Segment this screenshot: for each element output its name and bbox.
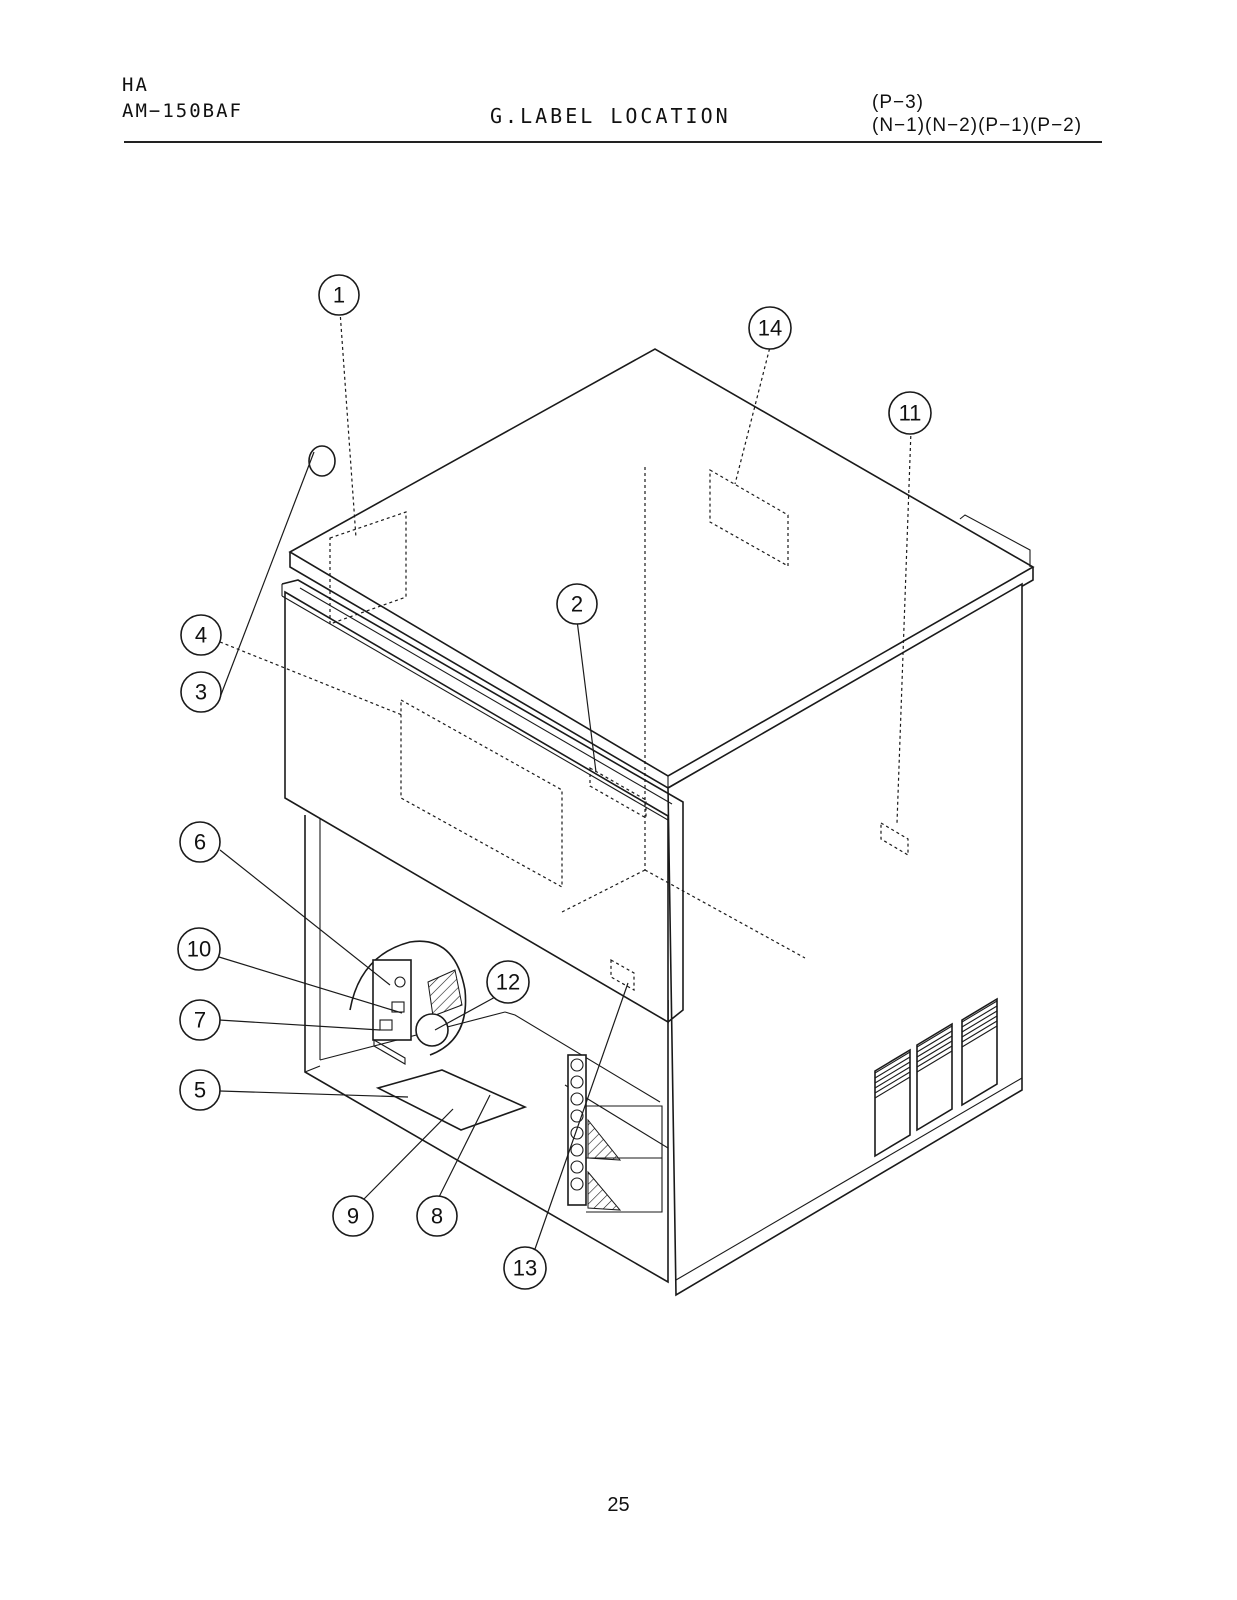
callout-5: 5 — [179, 1069, 221, 1111]
page-number: 25 — [607, 1494, 630, 1516]
callout-3: 3 — [180, 671, 222, 713]
condenser-coil — [567, 1054, 663, 1213]
callout-12-text: 12 — [496, 970, 520, 995]
cabinet-front-frame — [304, 815, 669, 1284]
callout-bubbles: 1 2 3 4 5 6 7 8 9 10 11 12 13 14 — [177, 274, 932, 1290]
callout-14-text: 14 — [758, 316, 782, 341]
label-outlines — [308, 445, 909, 992]
leader-lines — [218, 310, 912, 1250]
callout-8-text: 8 — [431, 1204, 443, 1229]
category-line-1: (P−3) — [872, 92, 924, 113]
callout-5-text: 5 — [194, 1078, 206, 1103]
callout-7: 7 — [179, 999, 221, 1041]
header-model: AM−150BAF — [122, 100, 243, 122]
base-plate — [375, 1069, 528, 1131]
callout-11: 11 — [888, 391, 932, 435]
callout-11-text: 11 — [899, 401, 922, 426]
callout-10: 10 — [177, 927, 221, 971]
louver-vents — [874, 997, 998, 1158]
callout-12: 12 — [486, 960, 530, 1004]
header-brand: HA — [122, 74, 149, 96]
front-panel — [281, 579, 684, 1024]
callout-4-text: 4 — [195, 623, 207, 648]
callout-2-text: 2 — [571, 592, 583, 617]
callout-6: 6 — [179, 821, 221, 863]
page-title: G.LABEL LOCATION — [490, 104, 731, 128]
callout-1: 1 — [318, 274, 360, 316]
control-box-cutaway — [349, 940, 467, 1065]
callout-14: 14 — [748, 306, 792, 350]
callout-6-text: 6 — [194, 830, 206, 855]
callout-3-text: 3 — [195, 680, 207, 705]
callout-13: 13 — [503, 1246, 547, 1290]
callout-10-text: 10 — [187, 937, 211, 962]
callout-2: 2 — [556, 583, 598, 625]
callout-8: 8 — [416, 1195, 458, 1237]
callout-7-text: 7 — [194, 1008, 206, 1033]
callout-4: 4 — [180, 614, 222, 656]
callout-13-text: 13 — [513, 1256, 537, 1281]
category-line-2: (N−1)(N−2)(P−1)(P−2) — [872, 115, 1083, 136]
callout-1-text: 1 — [333, 283, 345, 308]
callout-9-text: 9 — [347, 1204, 359, 1229]
callout-9: 9 — [332, 1195, 374, 1237]
header-rule — [124, 141, 1102, 143]
